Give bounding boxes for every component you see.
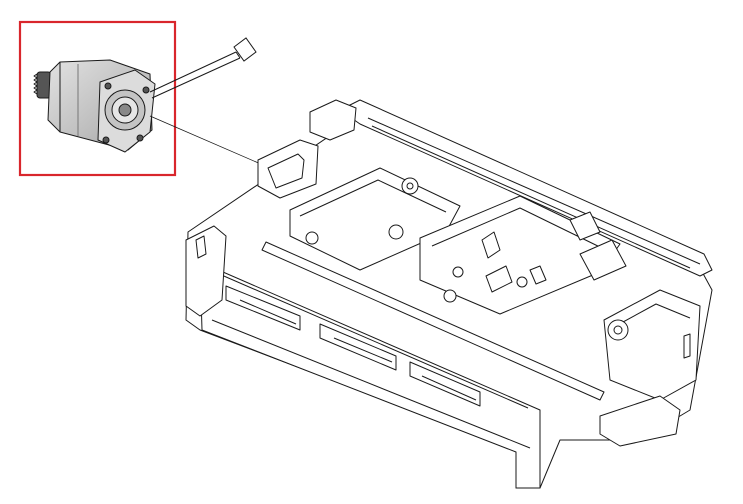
printer-chassis <box>185 99 713 489</box>
motor-screw-3 <box>102 136 110 144</box>
cable-connector <box>233 37 257 62</box>
bottom-bracket <box>599 395 681 447</box>
roller-post-3 <box>305 231 319 245</box>
chassis-right-end <box>603 289 701 401</box>
front-slots <box>225 285 481 407</box>
motor-rotor-inner <box>118 103 132 117</box>
chassis-left-end <box>185 225 227 317</box>
roller-post-5 <box>516 276 528 288</box>
top-tab <box>309 99 357 141</box>
motor-gear <box>33 71 52 99</box>
drive-shaft <box>261 241 605 401</box>
motor-cable <box>149 51 241 99</box>
motor-screw-4 <box>136 134 144 142</box>
motor-screw-2 <box>142 86 150 94</box>
highlight-box[interactable] <box>18 20 177 177</box>
motor-assembly[interactable] <box>33 59 156 153</box>
roller-post-4 <box>452 266 464 278</box>
roller-post-6 <box>443 289 457 303</box>
motor-screw-1 <box>104 82 112 90</box>
roller-post-2 <box>388 224 404 240</box>
leader-line <box>149 115 271 169</box>
